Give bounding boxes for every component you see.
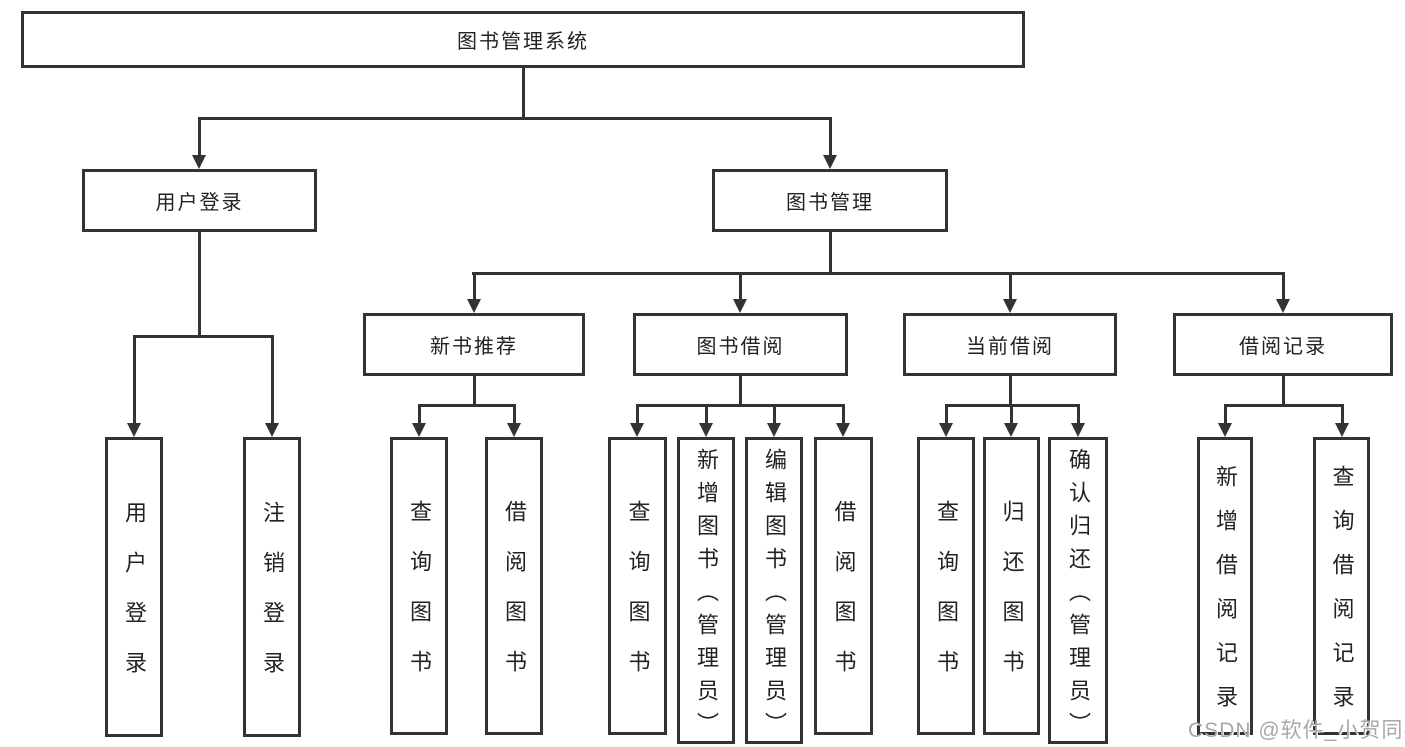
leaf-recommend-query-book-label: 查询图书 [407,500,432,700]
node-borrow-record: 借阅记录 [1173,313,1393,376]
connector-book-mgmt-rail [471,272,1285,275]
node-user-login: 用户登录 [82,169,317,232]
connector-to-leaf-logout [270,335,274,423]
arrow-down-icon [823,155,837,169]
arrow-down-icon [1071,423,1085,437]
node-book-borrow: 图书借阅 [633,313,848,376]
leaf-return-book: 归还图书 [983,437,1040,735]
connector-to-new-book-recommend [472,272,476,299]
leaf-return-book-label: 归还图书 [999,500,1025,700]
connector-to-edit-book [772,404,776,423]
connector-current-borrow-stem [1008,376,1012,407]
leaf-recommend-borrow-book: 借阅图书 [485,437,543,735]
leaf-query-borrow-record: 查询借阅记录 [1313,437,1370,735]
leaf-recommend-query-book: 查询图书 [390,437,448,735]
connector-to-return-book [1009,404,1013,423]
node-book-management-label: 图书管理 [786,192,874,214]
node-current-borrow: 当前借阅 [903,313,1117,376]
connector-root-to-user-login [197,117,201,155]
leaf-current-query-book-label: 查询图书 [934,500,959,700]
leaf-logout: 注销登录 [243,437,301,737]
node-borrow-record-label: 借阅记录 [1239,336,1327,358]
arrow-down-icon [265,423,279,437]
connector-recommend-rail [417,404,516,407]
leaf-current-query-book: 查询图书 [917,437,975,735]
arrow-down-icon [699,423,713,437]
connector-book-borrow-stem [738,376,742,407]
connector-borrow-record-stem [1281,376,1285,407]
connector-to-current-borrow [1008,272,1012,299]
arrow-down-icon [733,299,747,313]
arrow-down-icon [767,423,781,437]
leaf-user-login: 用户登录 [105,437,163,737]
arrow-down-icon [192,155,206,169]
connector-user-login-stem [197,232,201,338]
leaf-confirm-return-admin-label: 确认归还（管理员） [1066,447,1091,745]
arrow-down-icon [1276,299,1290,313]
connector-user-login-rail [132,335,274,338]
arrow-down-icon [630,423,644,437]
connector-to-query-record [1340,404,1344,423]
connector-to-bor-query [635,404,639,423]
leaf-logout-label: 注销登录 [260,501,285,701]
connector-to-leaf-user-login [132,335,136,423]
arrow-down-icon [127,423,141,437]
connector-to-cur-query [944,404,948,423]
leaf-borrow-borrow-book-label: 借阅图书 [831,500,857,700]
connector-borrow-record-rail [1223,404,1343,407]
node-new-book-recommend-label: 新书推荐 [430,336,518,358]
leaf-edit-book-admin-label: 编辑图书（管理员） [762,447,787,745]
connector-to-book-borrow [738,272,742,299]
node-book-borrow-label: 图书借阅 [696,336,785,358]
arrow-down-icon [1004,423,1018,437]
node-root-label: 图书管理系统 [457,31,589,53]
leaf-recommend-borrow-book-label: 借阅图书 [502,500,527,700]
node-root: 图书管理系统 [21,11,1025,68]
node-current-borrow-label: 当前借阅 [966,336,1054,358]
leaf-confirm-return-admin: 确认归还（管理员） [1048,437,1108,745]
node-user-login-label: 用户登录 [155,192,244,214]
arrow-down-icon [939,423,953,437]
node-book-management: 图书管理 [712,169,948,232]
arrow-down-icon [1218,423,1232,437]
leaf-borrow-query-book-label: 查询图书 [625,500,651,700]
arrow-down-icon [467,299,481,313]
connector-recommend-stem [472,376,476,407]
watermark: CSDN @软件_小贺同学 [1188,719,1405,742]
connector-to-confirm-return [1076,404,1080,423]
leaf-add-borrow-record-label: 新增借阅记录 [1213,465,1238,729]
connector-to-borrow-record [1281,272,1285,299]
arrow-down-icon [507,423,521,437]
leaf-borrow-borrow-book: 借阅图书 [814,437,873,735]
connector-root-stem [521,68,525,120]
leaf-user-login-label: 用户登录 [122,501,147,701]
node-new-book-recommend: 新书推荐 [363,313,585,376]
connector-root-to-book-mgmt [828,117,832,155]
connector-to-add-book [704,404,708,423]
connector-book-mgmt-stem [828,232,832,275]
arrow-down-icon [1003,299,1017,313]
connector-to-rec-borrow [512,404,516,423]
leaf-borrow-query-book: 查询图书 [608,437,667,735]
leaf-add-book-admin-label: 新增图书（管理员） [694,447,719,745]
arrow-down-icon [836,423,850,437]
leaf-query-borrow-record-label: 查询借阅记录 [1329,465,1355,729]
connector-to-bor-borrow [841,404,845,423]
connector-to-rec-query [417,404,421,423]
arrow-down-icon [1335,423,1349,437]
leaf-add-book-admin: 新增图书（管理员） [677,437,735,745]
connector-root-rail [197,117,832,120]
leaf-edit-book-admin: 编辑图书（管理员） [745,437,803,745]
leaf-add-borrow-record: 新增借阅记录 [1197,437,1253,735]
connector-to-add-record [1223,404,1227,423]
arrow-down-icon [412,423,426,437]
connector-book-borrow-rail [635,404,845,407]
